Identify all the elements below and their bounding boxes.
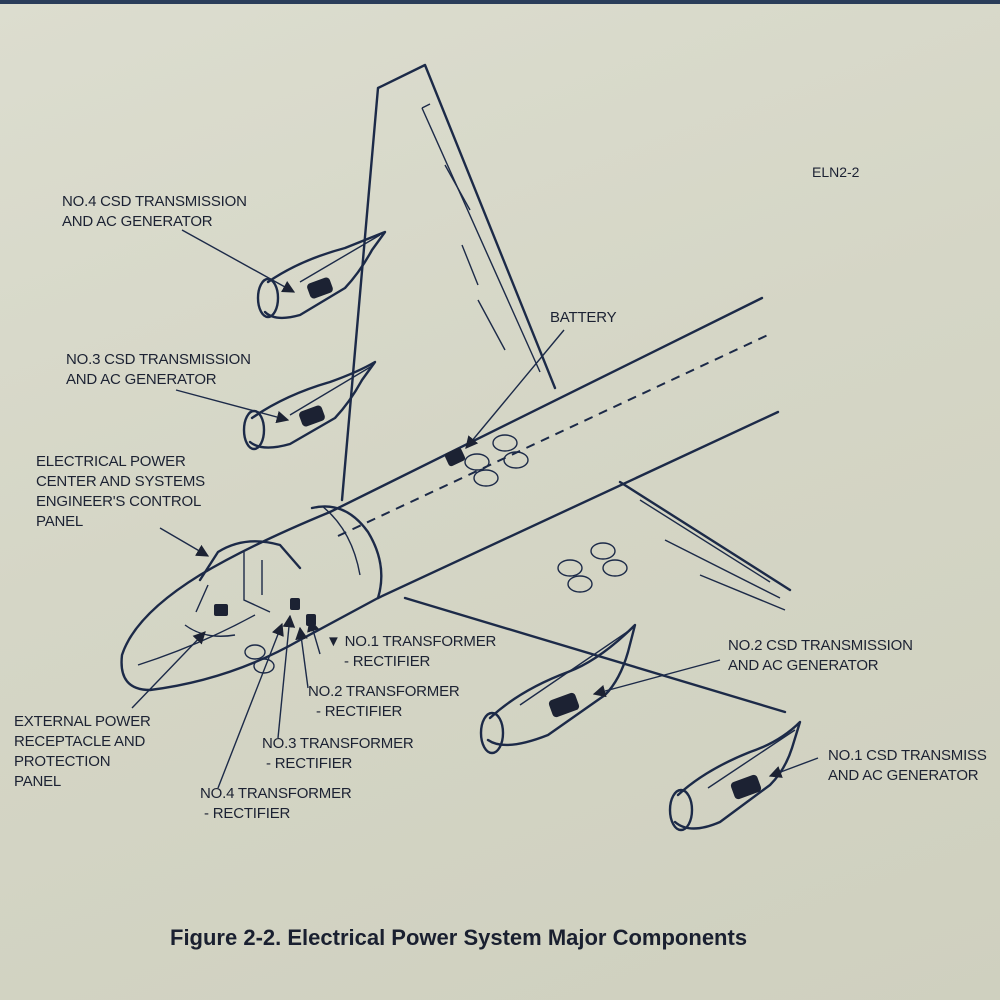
figure-caption: Figure 2-2. Electrical Power System Majo…: [170, 925, 748, 950]
top-rule: [0, 0, 1000, 4]
callout-line: AND AC GENERATOR: [62, 213, 213, 230]
callout-line: CENTER AND SYSTEMS: [36, 473, 205, 490]
power-center-icon: [214, 604, 228, 616]
leader-csd3: [175, 389, 290, 424]
callout-power-center: ELECTRICAL POWER CENTER AND SYSTEMS ENGI…: [36, 452, 205, 532]
leader-tr4: [217, 622, 284, 789]
wheels-aft: [464, 434, 529, 487]
callout-line: - RECTIFIER: [344, 653, 431, 670]
callout-csd3: NO.3 CSD TRANSMISSION AND AC GENERATOR: [66, 350, 251, 390]
callout-line: NO.1 CSD TRANSMISS: [828, 747, 987, 764]
csd4-generator-icon: [307, 277, 333, 299]
callout-csd1: NO.1 CSD TRANSMISS AND AC GENERATOR: [828, 746, 987, 786]
callout-tr3: NO.3 TRANSFORMER - RECTIFIER: [262, 734, 414, 774]
wheels-main: [557, 542, 628, 593]
leader-tr2: [295, 626, 309, 689]
callout-line: PANEL: [36, 513, 84, 530]
leader-csd1: [768, 757, 819, 778]
callout-csd4: NO.4 CSD TRANSMISSION AND AC GENERATOR: [62, 192, 247, 232]
document-code: ELN2-2: [812, 164, 860, 180]
engine-no1: [668, 720, 802, 832]
leader-csd4: [181, 229, 296, 293]
leader-tr3: [277, 614, 296, 739]
callout-line: ENGINEER'S CONTROL: [36, 493, 202, 510]
engine-no3: [242, 360, 377, 451]
callout-line: NO.4 TRANSFORMER: [200, 785, 352, 802]
callout-tr4: NO.4 TRANSFORMER - RECTIFIER: [200, 784, 352, 824]
callout-line: RECEPTACLE AND: [14, 733, 146, 750]
far-wing: [340, 63, 557, 502]
callout-line: BATTERY: [550, 309, 617, 326]
callout-tr1: ▼ NO.1 TRANSFORMER - RECTIFIER: [326, 632, 496, 672]
near-wing: [403, 480, 792, 714]
callout-line: AND AC GENERATOR: [828, 767, 979, 784]
leader-tr1: [307, 618, 321, 655]
callout-line: ▼ NO.1 TRANSFORMER: [326, 633, 497, 650]
callout-line: PANEL: [14, 773, 62, 790]
callout-line: PROTECTION: [14, 753, 111, 770]
callout-tr2: NO.2 TRANSFORMER - RECTIFIER: [308, 682, 460, 722]
callout-csd2: NO.2 CSD TRANSMISSION AND AC GENERATOR: [728, 636, 913, 676]
callout-line: - RECTIFIER: [266, 755, 353, 772]
leader-battery: [465, 329, 565, 449]
engine-no4: [256, 230, 387, 320]
leader-lines: [131, 229, 819, 789]
callout-line: ELECTRICAL POWER: [36, 453, 186, 470]
callout-line: - RECTIFIER: [316, 703, 403, 720]
csd3-generator-icon: [299, 405, 325, 427]
battery-icon: [444, 447, 466, 467]
callout-external-power: EXTERNAL POWER RECEPTACLE AND PROTECTION…: [14, 712, 151, 792]
callout-line: NO.3 TRANSFORMER: [262, 735, 414, 752]
callout-battery: BATTERY: [550, 308, 617, 328]
leader-csd2: [592, 659, 721, 698]
callout-line: - RECTIFIER: [204, 805, 291, 822]
callout-line: NO.2 TRANSFORMER: [308, 683, 460, 700]
leader-external-power: [131, 631, 206, 709]
callout-line: AND AC GENERATOR: [728, 657, 879, 674]
callout-line: EXTERNAL POWER: [14, 713, 151, 730]
callout-line: NO.2 CSD TRANSMISSION: [728, 637, 913, 654]
tr-unit-icon-a: [290, 598, 300, 610]
callout-line: NO.4 CSD TRANSMISSION: [62, 193, 247, 210]
callout-line: NO.3 CSD TRANSMISSION: [66, 351, 251, 368]
engine-no2: [479, 623, 637, 755]
wheels-nose: [244, 644, 275, 674]
fuselage: [120, 296, 780, 692]
callout-line: AND AC GENERATOR: [66, 371, 217, 388]
csd1-generator-icon: [730, 774, 762, 800]
csd2-generator-icon: [548, 692, 580, 718]
component-icons: [214, 277, 762, 800]
leader-power-center: [159, 527, 210, 557]
